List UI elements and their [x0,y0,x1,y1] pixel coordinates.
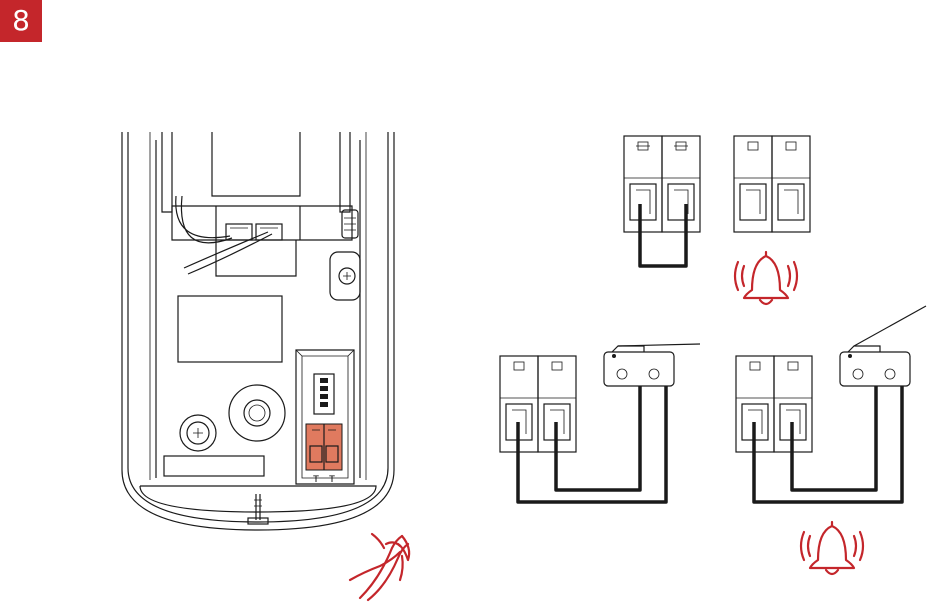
adjustment-knob [228,384,286,442]
dip-switch [313,373,335,415]
jumper-label-2: T [328,475,335,485]
shelf-terminal-2 [255,223,283,241]
terminal-module: T T [295,349,355,485]
device-housing: T T [121,132,395,531]
label-plate [177,295,283,363]
side-screw-icon [338,267,356,285]
alarm-bell-icon-top [733,250,799,306]
jumper-label-1: T [312,475,319,485]
pliers-icon [348,532,411,602]
terminal-block-open [733,135,811,233]
shelf-terminal-1 [225,223,253,241]
tamper-circuit-normal [499,343,701,504]
tamper-circuit-alarm [735,305,927,504]
terminal-block-jumpered [623,135,701,268]
bottom-label-slot [163,455,265,477]
mount-screw-icon [179,414,217,452]
step-number-badge: 8 [0,0,42,42]
alarm-bell-icon-bottom [799,520,865,576]
